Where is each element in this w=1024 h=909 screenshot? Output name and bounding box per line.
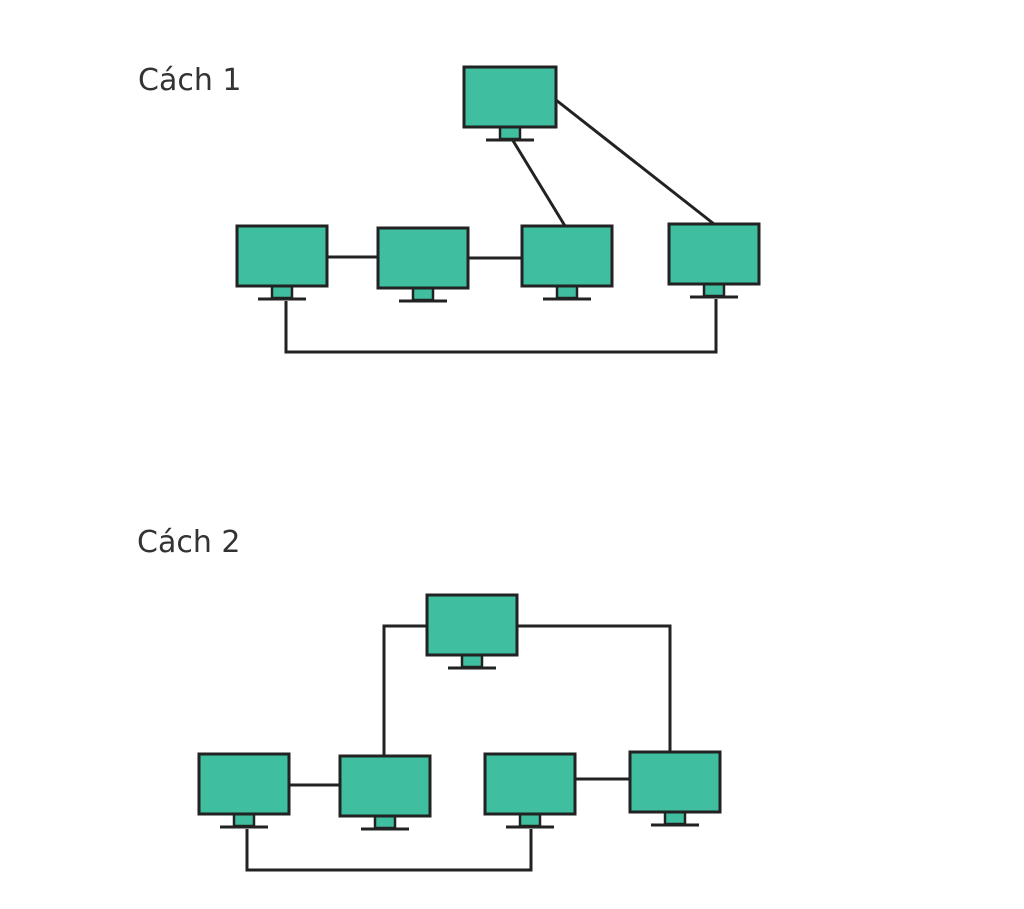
method-1-cable-top-to-row-4 xyxy=(555,98,715,226)
method-2-cable-row-1-to-row-3 xyxy=(245,829,533,872)
monitor-icon xyxy=(667,222,761,286)
monitor-stand xyxy=(518,812,542,828)
monitor-stand xyxy=(232,812,256,828)
monitor-icon xyxy=(462,65,558,129)
method-2-computer-row-2 xyxy=(338,754,432,831)
monitor-icon xyxy=(483,752,577,816)
monitor-stand xyxy=(411,286,435,302)
method-1-cable-row-1-to-row-4 xyxy=(284,299,718,354)
monitor-icon xyxy=(425,593,519,657)
method-2-computer-top xyxy=(425,593,519,670)
monitor-icon xyxy=(628,750,722,814)
monitor-stand xyxy=(702,282,726,298)
method-1-computer-top xyxy=(462,65,558,142)
method-1-computer-row-2 xyxy=(376,226,470,303)
method-2-cable-top-to-row-2 xyxy=(382,624,427,756)
monitor-icon xyxy=(520,224,614,288)
monitor-icon xyxy=(376,226,470,290)
method-2-computer-row-4 xyxy=(628,750,722,827)
monitor-stand xyxy=(498,125,522,141)
method-2-computer-row-3 xyxy=(483,752,577,829)
monitor-stand xyxy=(460,653,484,669)
method-1-computer-row-3 xyxy=(520,224,614,301)
method-2-label: Cách 2 xyxy=(137,525,241,560)
monitor-stand xyxy=(270,284,294,300)
method-2-computer-row-1 xyxy=(197,752,291,829)
monitor-icon xyxy=(235,224,329,288)
monitor-icon xyxy=(338,754,432,818)
monitor-stand xyxy=(373,814,397,830)
method-1-label: Cách 1 xyxy=(138,63,242,98)
method-2-cable-top-to-row-4 xyxy=(517,624,672,752)
monitor-stand xyxy=(555,284,579,300)
method-1-diagram xyxy=(235,65,761,354)
method-1-computer-row-1 xyxy=(235,224,329,301)
monitor-stand xyxy=(663,810,687,826)
monitor-icon xyxy=(197,752,291,816)
method-2-diagram xyxy=(197,593,722,872)
method-1-computer-row-4 xyxy=(667,222,761,299)
method-1-cable-top-to-row-3 xyxy=(510,138,567,227)
